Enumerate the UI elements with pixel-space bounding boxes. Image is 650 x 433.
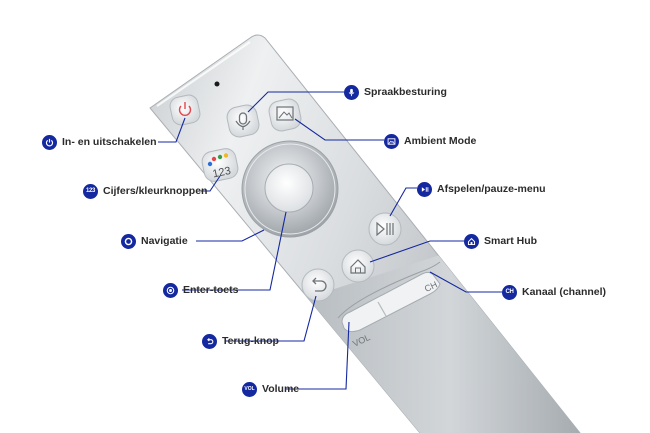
ch-label: CH bbox=[423, 279, 439, 294]
callout-numbers: 123 Cijfers/kleurknoppen bbox=[83, 183, 207, 199]
callout-power: In- en uitschakelen bbox=[42, 134, 157, 150]
playpause-button[interactable] bbox=[368, 212, 402, 246]
power-icon bbox=[42, 134, 57, 150]
callout-smarthub-label: Smart Hub bbox=[484, 235, 538, 247]
callout-navigation-label: Navigatie bbox=[141, 235, 188, 247]
back-button[interactable] bbox=[301, 268, 335, 302]
callout-voice: Spraakbesturing bbox=[344, 84, 447, 100]
callout-volume: VOL Volume bbox=[242, 381, 299, 397]
ambient-button[interactable] bbox=[267, 97, 303, 133]
microphone-icon bbox=[344, 84, 359, 100]
callout-playpause: Afspelen/pauze-menu bbox=[417, 181, 546, 197]
ambient-icon bbox=[384, 133, 399, 149]
callout-channel-label: Kanaal (channel) bbox=[522, 286, 607, 298]
callout-voice-label: Spraakbesturing bbox=[364, 86, 447, 98]
ch-icon: CH bbox=[502, 284, 517, 300]
numbers-badge-text: 123 bbox=[85, 188, 96, 194]
callout-playpause-label: Afspelen/pauze-menu bbox=[437, 183, 546, 195]
callout-power-label: In- en uitschakelen bbox=[62, 136, 157, 148]
callout-navigation: Navigatie bbox=[121, 233, 188, 249]
return-arrow-icon bbox=[202, 333, 217, 349]
numbers-button[interactable]: 123 bbox=[200, 147, 239, 183]
vol-badge-text: VOL bbox=[244, 385, 255, 392]
callout-back: Terug-knop bbox=[202, 333, 279, 349]
callout-enter: Enter-toets bbox=[163, 282, 238, 298]
home-button[interactable] bbox=[341, 249, 375, 283]
numbers-button-text: 123 bbox=[212, 165, 232, 181]
numbers-123-icon: 123 bbox=[83, 183, 98, 199]
dot-ring-icon bbox=[163, 282, 178, 298]
power-button[interactable] bbox=[168, 93, 201, 126]
callout-volume-label: Volume bbox=[262, 383, 300, 395]
callout-numbers-label: Cijfers/kleurknoppen bbox=[103, 185, 208, 197]
ring-icon bbox=[121, 233, 136, 249]
callout-channel: CH Kanaal (channel) bbox=[502, 284, 606, 300]
ch-badge-text: CH bbox=[505, 289, 514, 295]
callout-ambient-label: Ambient Mode bbox=[404, 135, 477, 147]
callout-ambient: Ambient Mode bbox=[384, 133, 476, 149]
callout-smarthub: Smart Hub bbox=[464, 233, 537, 249]
home-icon bbox=[464, 233, 479, 249]
vol-icon: VOL bbox=[242, 381, 257, 397]
enter-button[interactable] bbox=[264, 163, 314, 213]
voice-button[interactable] bbox=[225, 103, 261, 139]
mic-hole bbox=[214, 81, 220, 87]
leader-lines bbox=[158, 91, 502, 390]
callout-back-label: Terug-knop bbox=[222, 335, 279, 347]
callout-enter-label: Enter-toets bbox=[183, 284, 239, 296]
play-pause-icon bbox=[417, 181, 432, 197]
